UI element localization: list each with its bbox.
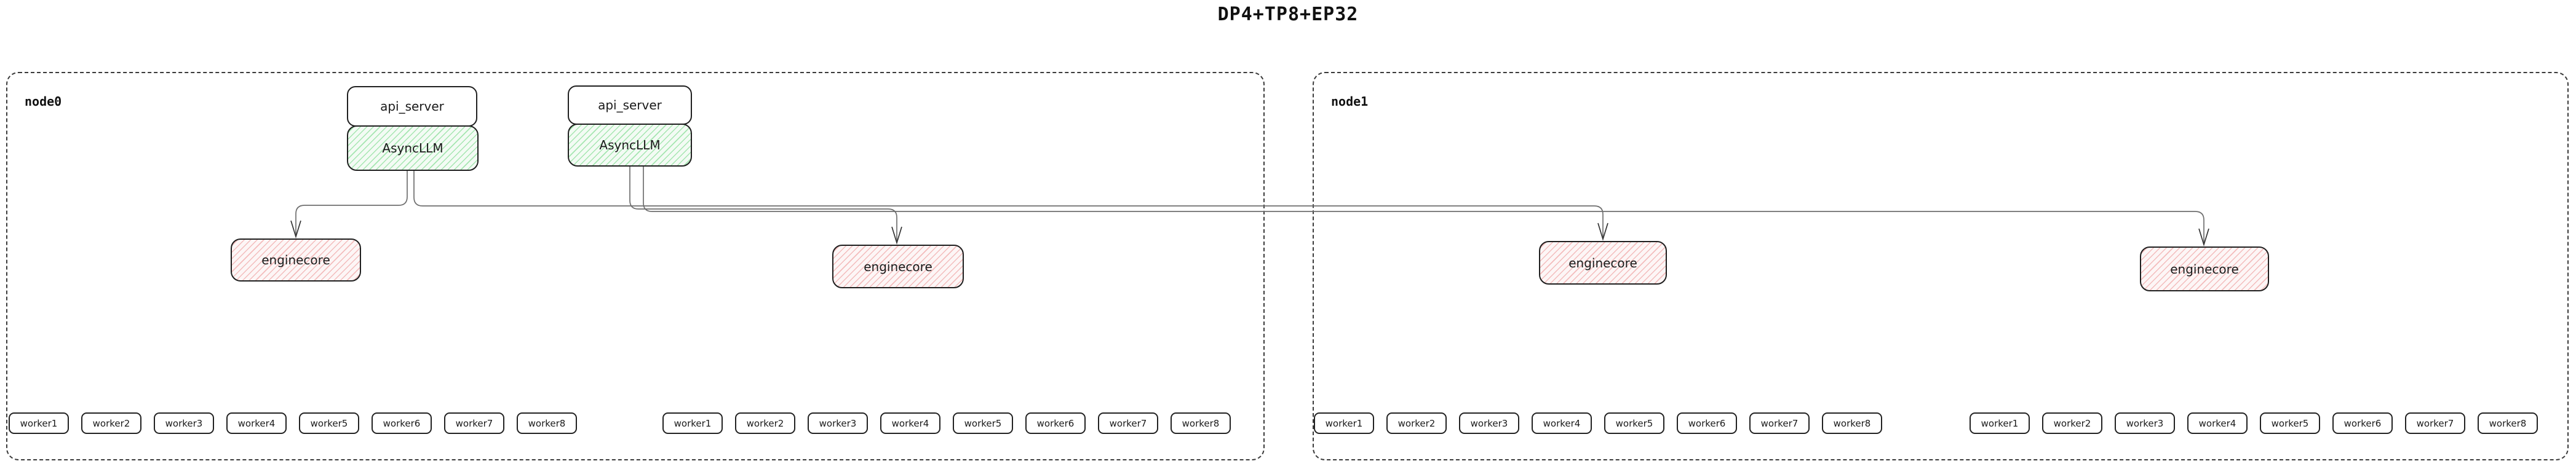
worker-box: worker6 [1677, 412, 1737, 434]
api-server-label-1: api_server [380, 99, 444, 114]
enginecore-label-2: enginecore [864, 259, 932, 274]
enginecore-box-2: enginecore [832, 245, 964, 288]
enginecore-box-3: enginecore [1539, 241, 1667, 285]
worker-box: worker8 [1822, 412, 1882, 434]
asyncllm-label-1: AsyncLLM [382, 141, 443, 156]
worker-box: worker6 [372, 412, 432, 434]
edge-asyncllm2-to-enginecore4 [643, 167, 2204, 244]
enginecore-label-3: enginecore [1568, 255, 1637, 270]
api-server-label-2: api_server [598, 98, 662, 112]
worker-box: worker4 [1532, 412, 1592, 434]
worker-box: worker1 [662, 412, 723, 434]
arrowhead-enginecore4 [2198, 228, 2209, 246]
worker-box: worker2 [1386, 412, 1447, 434]
diagram-title: DP4+TP8+EP32 [1217, 4, 1359, 25]
node0-label: node0 [25, 94, 62, 109]
node1-label: node1 [1331, 94, 1369, 109]
enginecore-box-1: enginecore [231, 238, 361, 282]
worker-box: worker4 [226, 412, 287, 434]
arrowhead-enginecore1 [290, 220, 301, 238]
worker-box: worker8 [1171, 412, 1231, 434]
worker-box: worker4 [880, 412, 940, 434]
worker-box: worker1 [9, 412, 69, 434]
arrowhead-enginecore3 [1597, 223, 1608, 241]
worker-box: worker2 [2042, 412, 2102, 434]
worker-box: worker6 [2332, 412, 2393, 434]
worker-group-1: worker1 worker2 worker3 worker4 worker5 … [9, 412, 577, 434]
arrowhead-enginecore2 [891, 226, 902, 245]
edge-asyncllm1-to-enginecore3 [413, 171, 1604, 238]
edge-asyncllm1-to-enginecore1 [295, 171, 408, 236]
worker-box: worker2 [735, 412, 795, 434]
worker-group-3: worker1 worker2 worker3 worker4 worker5 … [1314, 412, 1882, 434]
node0-container: node0 [6, 72, 1265, 460]
asyncllm-box-2: AsyncLLM [568, 124, 692, 167]
worker-box: worker5 [953, 412, 1013, 434]
worker-box: worker3 [154, 412, 214, 434]
worker-box: worker5 [299, 412, 359, 434]
worker-box: worker2 [81, 412, 141, 434]
worker-box: worker7 [2405, 412, 2465, 434]
worker-box: worker5 [1604, 412, 1664, 434]
asyncllm-box-1: AsyncLLM [347, 125, 479, 171]
asyncllm-label-2: AsyncLLM [599, 138, 661, 152]
enginecore-box-4: enginecore [2140, 246, 2269, 291]
worker-box: worker7 [1749, 412, 1810, 434]
worker-group-2: worker1 worker2 worker3 worker4 worker5 … [662, 412, 1231, 434]
worker-box: worker3 [2115, 412, 2175, 434]
worker-box: worker1 [1970, 412, 2030, 434]
worker-group-4: worker1 worker2 worker3 worker4 worker5 … [1970, 412, 2538, 434]
worker-box: worker8 [517, 412, 577, 434]
worker-box: worker8 [2478, 412, 2538, 434]
node1-container: node1 [1313, 72, 2569, 460]
edge-asyncllm2-to-enginecore2 [629, 167, 897, 242]
worker-box: worker6 [1025, 412, 1086, 434]
worker-box: worker1 [1314, 412, 1374, 434]
enginecore-label-1: enginecore [261, 253, 330, 267]
worker-box: worker7 [1098, 412, 1158, 434]
api-server-box-1: api_server [347, 86, 477, 127]
worker-box: worker7 [444, 412, 504, 434]
worker-box: worker4 [2187, 412, 2248, 434]
worker-box: worker3 [808, 412, 868, 434]
worker-box: worker3 [1459, 412, 1519, 434]
api-server-box-2: api_server [568, 85, 692, 125]
enginecore-label-4: enginecore [2170, 261, 2239, 277]
worker-box: worker5 [2260, 412, 2320, 434]
